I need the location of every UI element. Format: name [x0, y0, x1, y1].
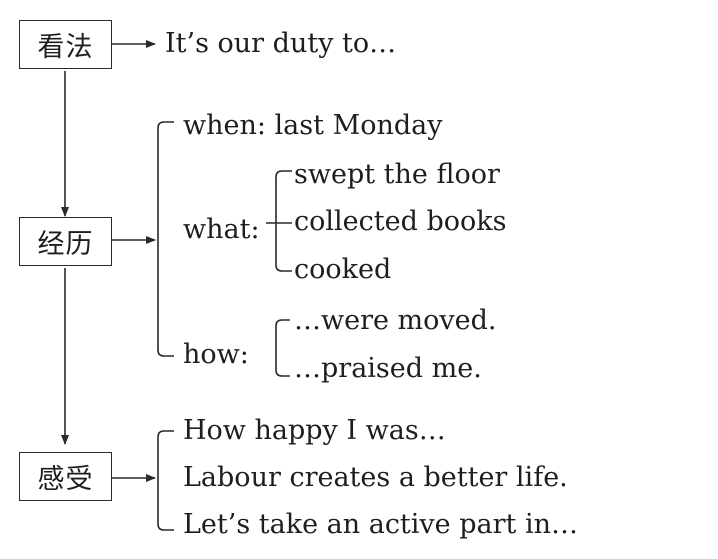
what-label: what:: [183, 214, 260, 245]
how-label: how:: [183, 339, 249, 370]
opinion-text: It’s our duty to…: [165, 28, 397, 59]
what-item: cooked: [294, 254, 392, 285]
how-item: …praised me.: [294, 353, 482, 384]
experience-box: 经历: [19, 217, 112, 266]
opinion-box: 看法: [19, 20, 112, 69]
experience-brace: [157, 121, 174, 357]
feeling-box: 感受: [19, 452, 112, 501]
what-item: collected books: [294, 206, 507, 237]
feeling-item: Labour creates a better life.: [183, 462, 568, 493]
what-brace: [275, 170, 292, 272]
when-text: when: last Monday: [183, 110, 443, 141]
feeling-item: Let’s take an active part in…: [183, 509, 578, 540]
what-item: swept the floor: [294, 159, 500, 190]
feeling-brace: [157, 430, 174, 531]
feeling-item: How happy I was…: [183, 415, 446, 446]
how-item: …were moved.: [294, 305, 497, 336]
how-brace: [275, 319, 290, 377]
